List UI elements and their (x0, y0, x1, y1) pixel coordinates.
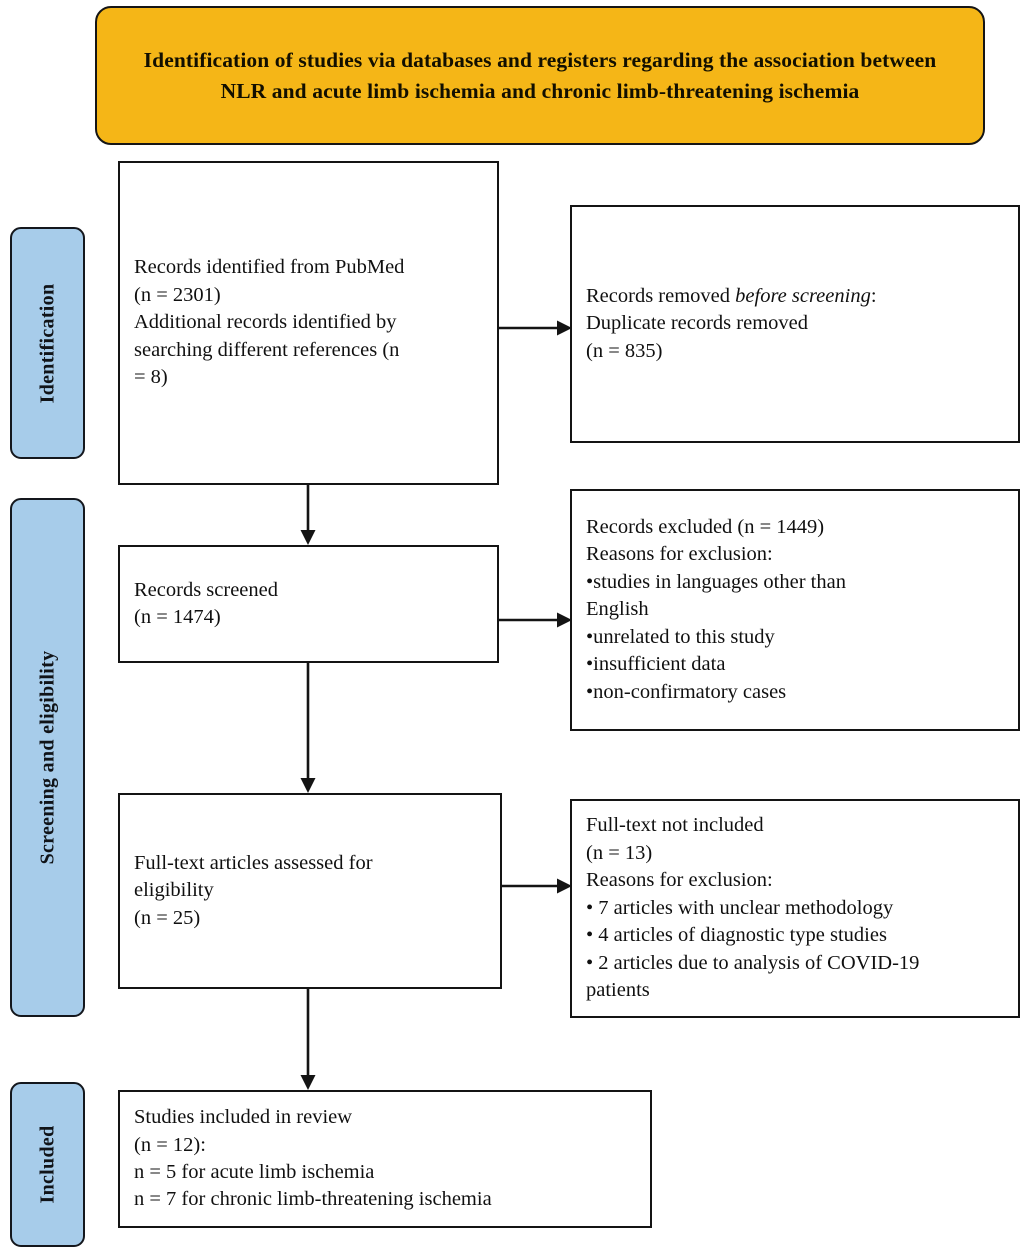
records-removed-suffix: : (870, 284, 877, 307)
box-fulltext-not-included-text: Full-text not included (n = 13) Reasons … (586, 814, 920, 1002)
box-records-screened: Records screened (n = 1474) (118, 545, 499, 663)
connector-screened-to-fulltext (298, 663, 318, 795)
box-studies-included: Studies included in review (n = 12): n =… (118, 1090, 652, 1228)
box-records-removed: Records removed before screening: Duplic… (570, 205, 1020, 443)
stage-label-identification: Identification (10, 227, 85, 459)
box-records-excluded-text: Records excluded (n = 1449) Reasons for … (586, 515, 846, 703)
box-fulltext-not-included: Full-text not included (n = 13) Reasons … (570, 799, 1020, 1018)
connector-screened-to-excluded (499, 610, 574, 630)
records-removed-rest: Duplicate records removed (n = 835) (586, 312, 808, 362)
box-studies-included-text: Studies included in review (n = 12): n =… (134, 1106, 492, 1211)
connector-identified-to-screened (298, 485, 318, 547)
box-fulltext-assessed-text: Full-text articles assessed for eligibil… (134, 851, 373, 929)
box-records-identified: Records identified from PubMed (n = 2301… (118, 161, 499, 485)
stage-label-included-text: Included (36, 1125, 58, 1204)
connector-fulltext-to-not-included (502, 876, 574, 896)
stage-label-screening-and-eligibility: Screening and eligibility (10, 498, 85, 1017)
diagram-title: Identification of studies via databases … (143, 47, 937, 103)
box-records-screened-text: Records screened (n = 1474) (134, 578, 279, 628)
box-fulltext-assessed: Full-text articles assessed for eligibil… (118, 793, 502, 989)
box-records-identified-text: Records identified from PubMed (n = 2301… (134, 256, 405, 389)
stage-label-identification-text: Identification (36, 283, 59, 403)
box-records-removed-text: Records removed before screening: Duplic… (572, 283, 1018, 365)
stage-label-included: Included (10, 1082, 85, 1247)
records-removed-prefix: Records removed (586, 284, 736, 307)
records-removed-emphasis: before screening (735, 284, 871, 307)
connector-identified-to-removed (499, 318, 574, 338)
box-records-excluded: Records excluded (n = 1449) Reasons for … (570, 489, 1020, 731)
stage-label-screening-and-eligibility-text: Screening and eligibility (36, 650, 59, 865)
connector-fulltext-to-included (298, 989, 318, 1092)
diagram-title-banner: Identification of studies via databases … (95, 6, 985, 145)
